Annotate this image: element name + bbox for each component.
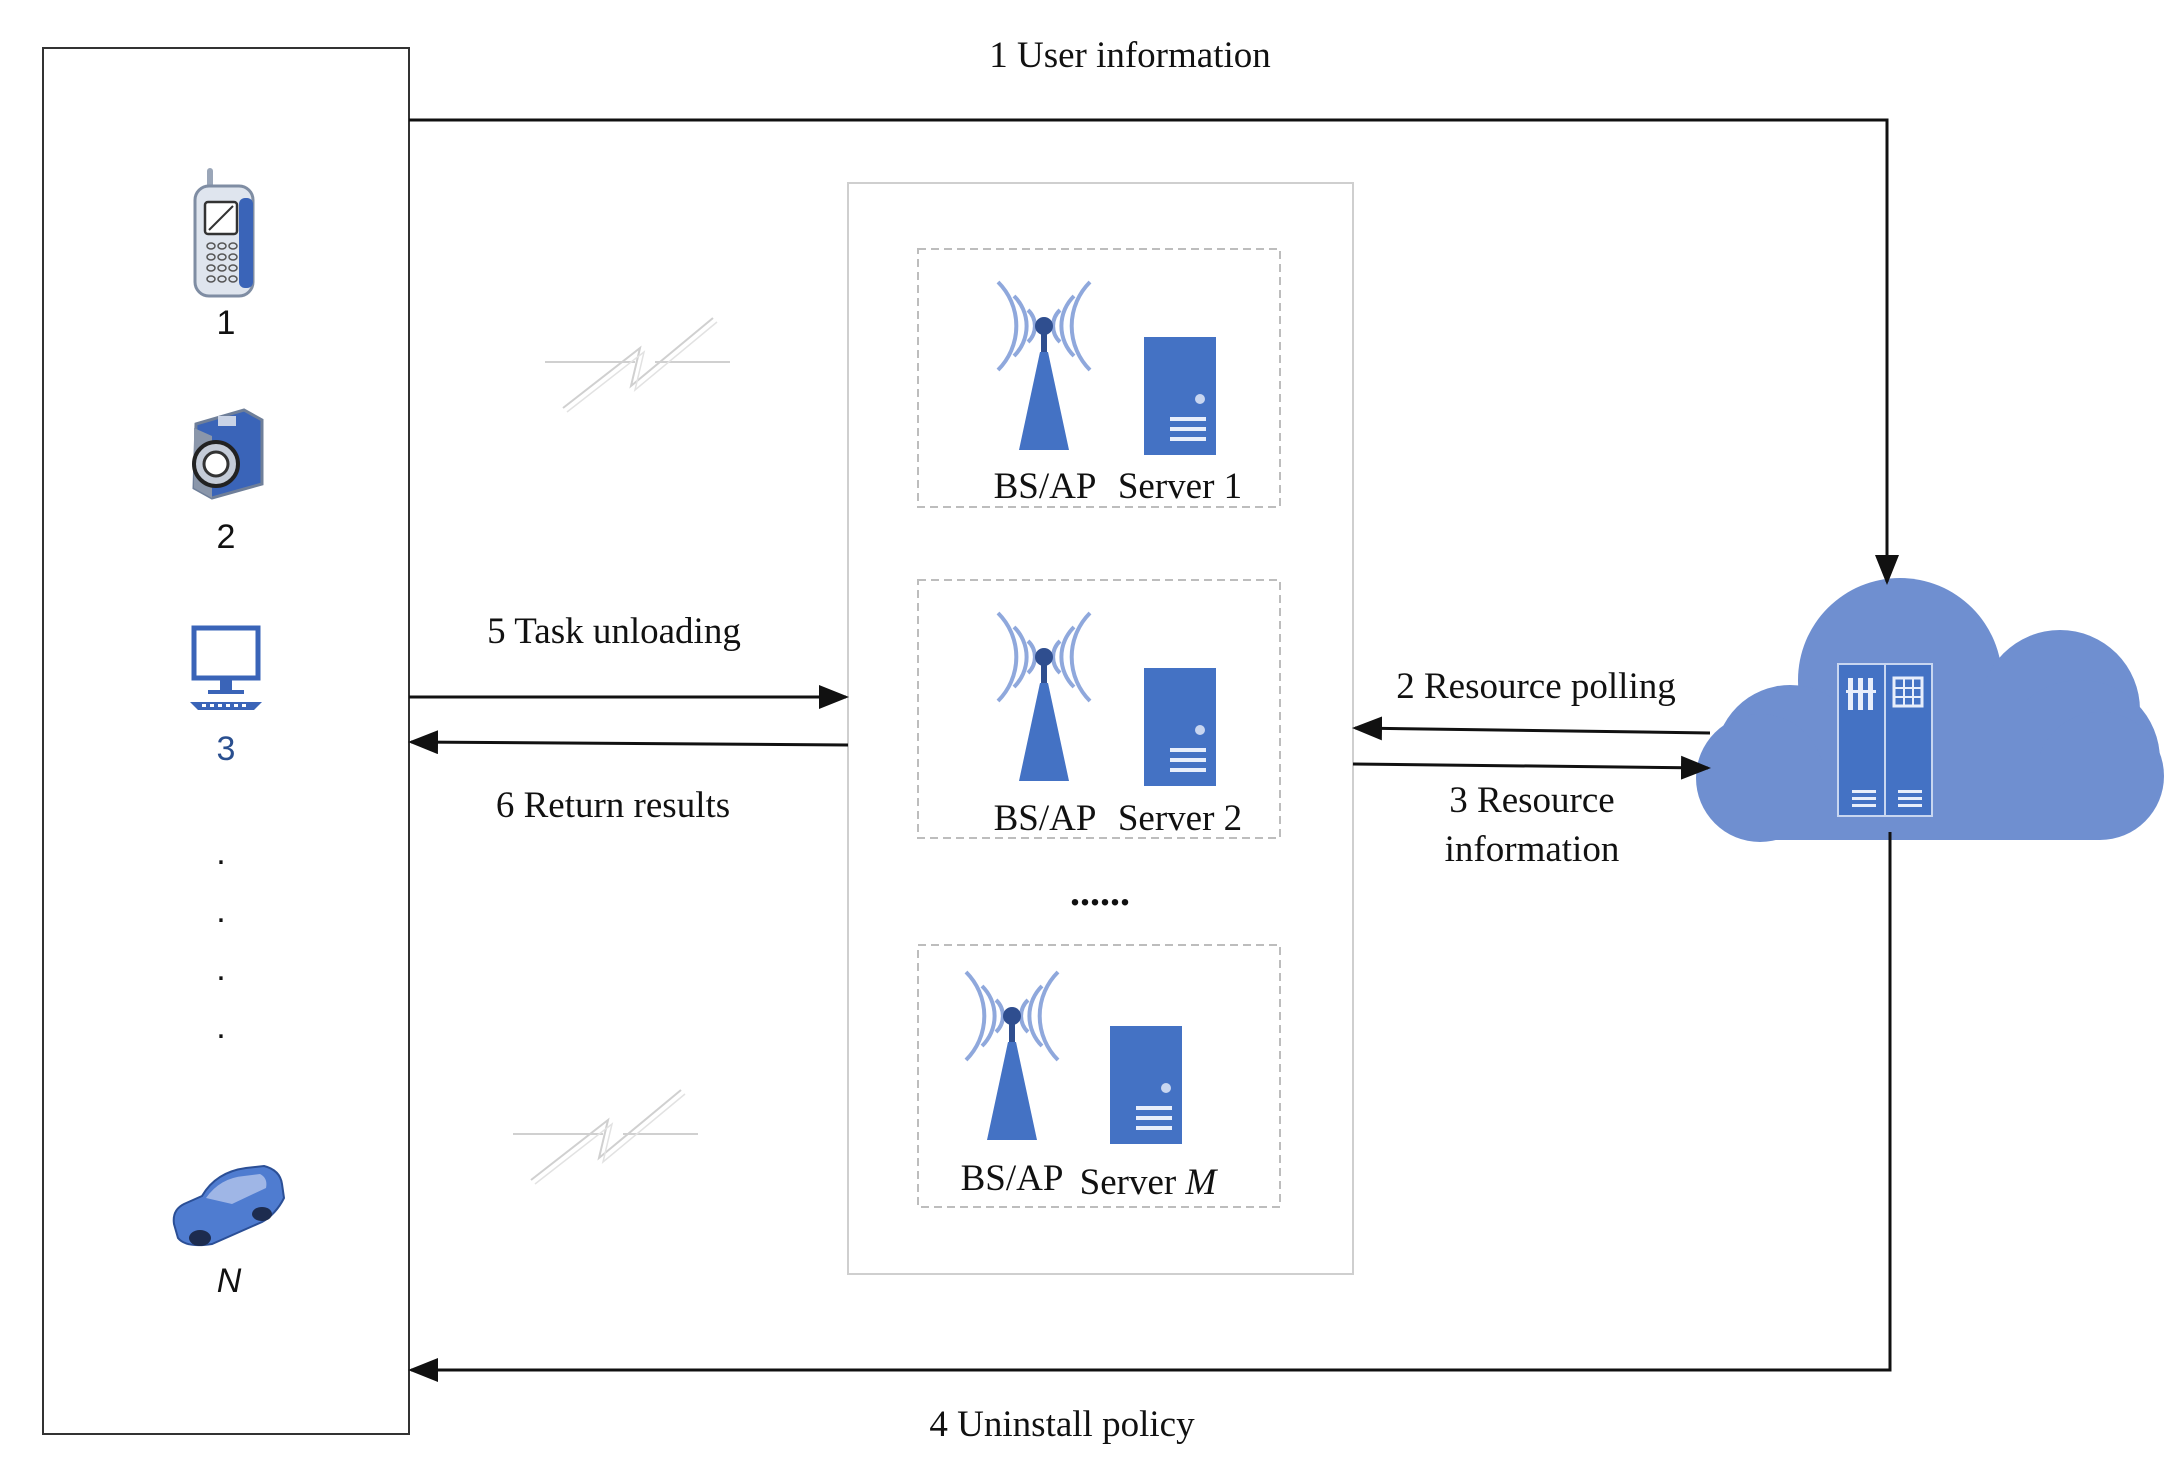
device-label-2: 2	[217, 518, 236, 556]
edge-node-1	[917, 248, 1281, 508]
wireless-link-icon	[512, 1089, 699, 1185]
server-icon	[1144, 337, 1216, 455]
uninstall-policy-arrow	[408, 832, 1892, 1382]
device-ellipsis-dot-2: .	[216, 892, 225, 930]
device-ellipsis-dot-1: .	[216, 834, 225, 872]
server-label-m: Server M	[1080, 1162, 1219, 1203]
device-label-3: 3	[217, 730, 236, 768]
resource-polling-arrow	[1352, 716, 1711, 741]
device-label-n: N	[217, 1262, 242, 1300]
resource-information-arrow	[1352, 755, 1711, 780]
camera-icon	[192, 408, 264, 500]
edge-ellipsis: ......	[1070, 869, 1130, 914]
bs-ap-label-m: BS/AP	[961, 1158, 1064, 1199]
server-label-m-prefix: Server	[1080, 1162, 1186, 1203]
return-results-arrow	[408, 730, 849, 755]
resource-information-label-line1: 3 Resource	[1449, 780, 1614, 821]
server-label-m-suffix: M	[1185, 1162, 1219, 1203]
task-unloading-label: 5 Task unloading	[487, 611, 741, 652]
bs-ap-label-2: BS/AP	[994, 798, 1097, 839]
user-information-label: 1 User information	[989, 35, 1271, 76]
return-results-label: 6 Return results	[496, 785, 730, 826]
uninstall-policy-label: 4 Uninstall policy	[929, 1404, 1195, 1445]
device-label-1: 1	[217, 304, 236, 342]
edge-node-2	[917, 579, 1281, 839]
mobile-phone-icon	[193, 168, 255, 298]
wireless-link-icon	[544, 317, 731, 413]
device-ellipsis-dot-4: .	[216, 1008, 225, 1046]
user-information-arrow	[409, 118, 1899, 585]
computer-icon	[190, 625, 262, 710]
device-ellipsis-dot-3: .	[216, 950, 225, 988]
car-icon	[172, 1164, 286, 1247]
resource-information-label-line2: information	[1445, 829, 1620, 870]
resource-polling-label: 2 Resource polling	[1396, 666, 1676, 707]
server-icon	[1144, 668, 1216, 786]
edge-servers-panel	[847, 182, 1354, 1275]
server-label-2: Server 2	[1118, 798, 1242, 839]
server-icon	[1110, 1026, 1182, 1144]
bs-ap-label-1: BS/AP	[994, 466, 1097, 507]
server-label-1: Server 1	[1118, 466, 1242, 507]
cloud-server-icon	[1837, 663, 1933, 817]
